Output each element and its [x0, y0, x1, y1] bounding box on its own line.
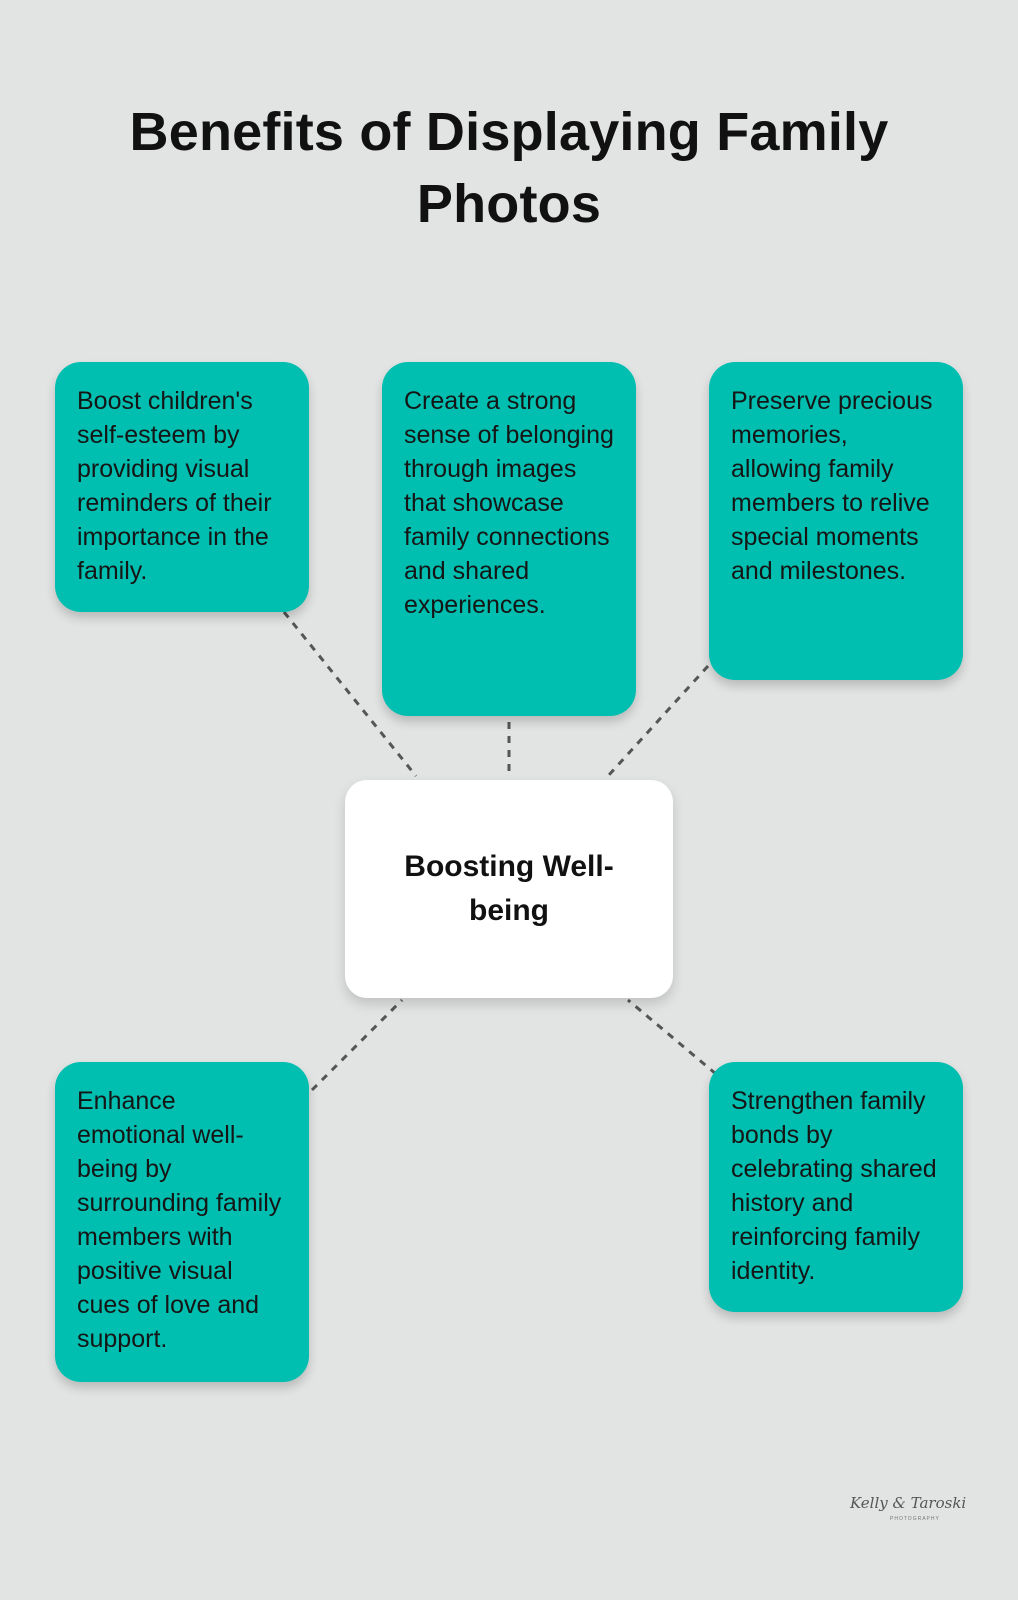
connector-top-right	[606, 664, 710, 778]
benefit-text: Strengthen family bonds by celebrating s…	[731, 1087, 937, 1285]
benefit-card-memories: Preserve precious memories, allowing fam…	[709, 362, 963, 680]
page-title: Benefits of Displaying Family Photos	[129, 102, 889, 234]
brand-logo: Kelly & Taroski PHOTOGRAPHY	[850, 1494, 966, 1530]
benefit-text: Enhance emotional well-being by surround…	[77, 1087, 282, 1353]
logo-name: Kelly & Taroski	[850, 1494, 967, 1512]
connector-bottom-right	[627, 998, 717, 1076]
benefit-card-bonds: Strengthen family bonds by celebrating s…	[709, 1062, 963, 1312]
benefit-text: Boost children's self-esteem by providin…	[77, 387, 272, 585]
connector-bottom-left	[310, 998, 404, 1092]
benefit-card-self-esteem: Boost children's self-esteem by providin…	[55, 362, 309, 612]
benefit-card-emotional: Enhance emotional well-being by surround…	[55, 1062, 309, 1382]
logo-subtitle: PHOTOGRAPHY	[890, 1516, 940, 1522]
center-node: Boosting Well-being	[345, 780, 673, 998]
benefit-text: Preserve precious memories, allowing fam…	[731, 387, 933, 585]
benefit-text: Create a strong sense of belonging throu…	[404, 387, 614, 619]
benefit-card-belonging: Create a strong sense of belonging throu…	[382, 362, 636, 716]
center-label: Boosting Well-being	[404, 850, 614, 927]
